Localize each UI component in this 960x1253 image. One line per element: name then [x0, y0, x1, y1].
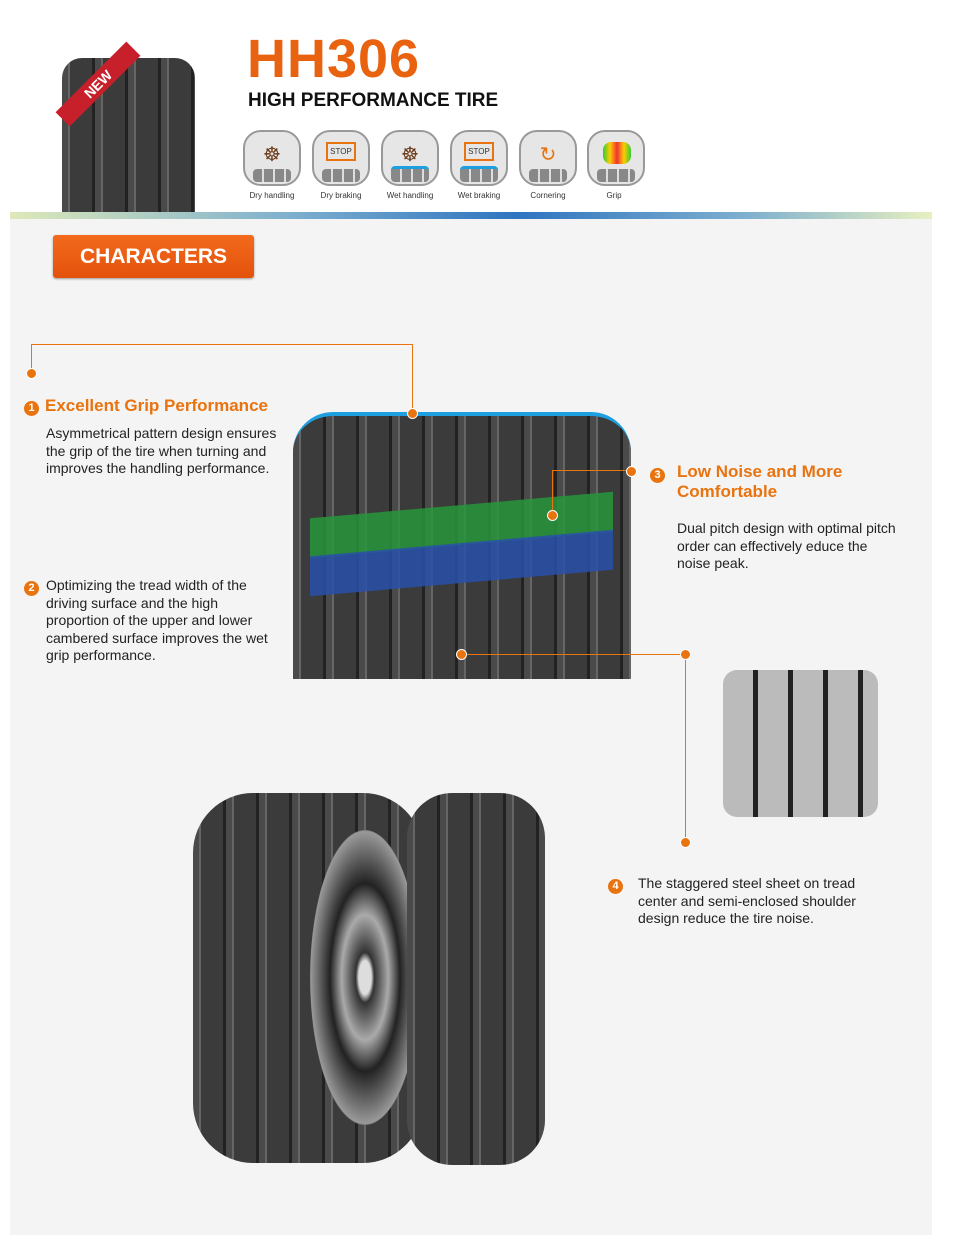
cornering-road-icon: ↻ [519, 130, 577, 186]
tire-thumbnail [62, 58, 195, 212]
callout-dot [680, 649, 691, 660]
stop-sign-icon: STOP [312, 130, 370, 186]
number-badge: 2 [24, 581, 39, 596]
tread-detail-image [723, 670, 878, 817]
feature-label: Wet handling [386, 191, 434, 200]
callout-line [685, 654, 686, 842]
callout-dot [456, 649, 467, 660]
steering-wheel-icon: ☸ [243, 130, 301, 186]
alloy-wheel [310, 830, 420, 1125]
feature-label: Grip [606, 191, 622, 200]
number-badge: 3 [650, 468, 665, 483]
characters-button[interactable]: CHARACTERS [53, 235, 254, 278]
number-badge: 1 [24, 401, 39, 416]
feature-label: Dry handling [249, 191, 295, 200]
tire-front-image [407, 793, 545, 1165]
point-2-badge: 2 [24, 578, 45, 596]
model-title: HH306 [247, 29, 421, 89]
feature-label: Wet braking [457, 191, 501, 200]
stop-sign-water-icon: STOP [450, 130, 508, 186]
callout-line [552, 470, 553, 514]
point-4-badge: 4 [608, 876, 629, 894]
subtitle: HIGH PERFORMANCE TIRE [248, 90, 499, 111]
stop-text: STOP [326, 142, 356, 161]
steering-wheel-water-icon: ☸ [381, 130, 439, 186]
point-1-title: 1 Excellent Grip Performance [24, 396, 268, 416]
point-3-badge: 3 [650, 465, 671, 483]
point-4-text: The staggered steel sheet on tread cente… [638, 875, 856, 926]
callout-line [31, 344, 32, 372]
callout-dot [680, 837, 691, 848]
point-1-text: Asymmetrical pattern design ensures the … [46, 425, 277, 476]
stop-text: STOP [464, 142, 494, 161]
number-badge: 4 [608, 879, 623, 894]
point-3-title: Low Noise and More Comfortable [677, 462, 843, 501]
callout-dot [626, 466, 637, 477]
feature-label: Cornering [530, 191, 566, 200]
characters-label: CHARACTERS [80, 245, 227, 268]
point-2-text: Optimizing the tread width of the drivin… [46, 577, 268, 663]
callout-dot [547, 510, 558, 521]
callout-line [31, 344, 413, 345]
gradient-divider [10, 212, 932, 219]
feature-label: Dry braking [320, 191, 362, 200]
grip-footprint-icon [587, 130, 645, 186]
point-title-text: Excellent Grip Performance [45, 396, 268, 415]
point-3-text: Dual pitch design with optimal pitch ord… [677, 520, 896, 571]
callout-line [412, 344, 413, 412]
callout-dot [407, 408, 418, 419]
callout-line [462, 654, 686, 655]
callout-dot [26, 368, 37, 379]
callout-line [552, 470, 630, 471]
